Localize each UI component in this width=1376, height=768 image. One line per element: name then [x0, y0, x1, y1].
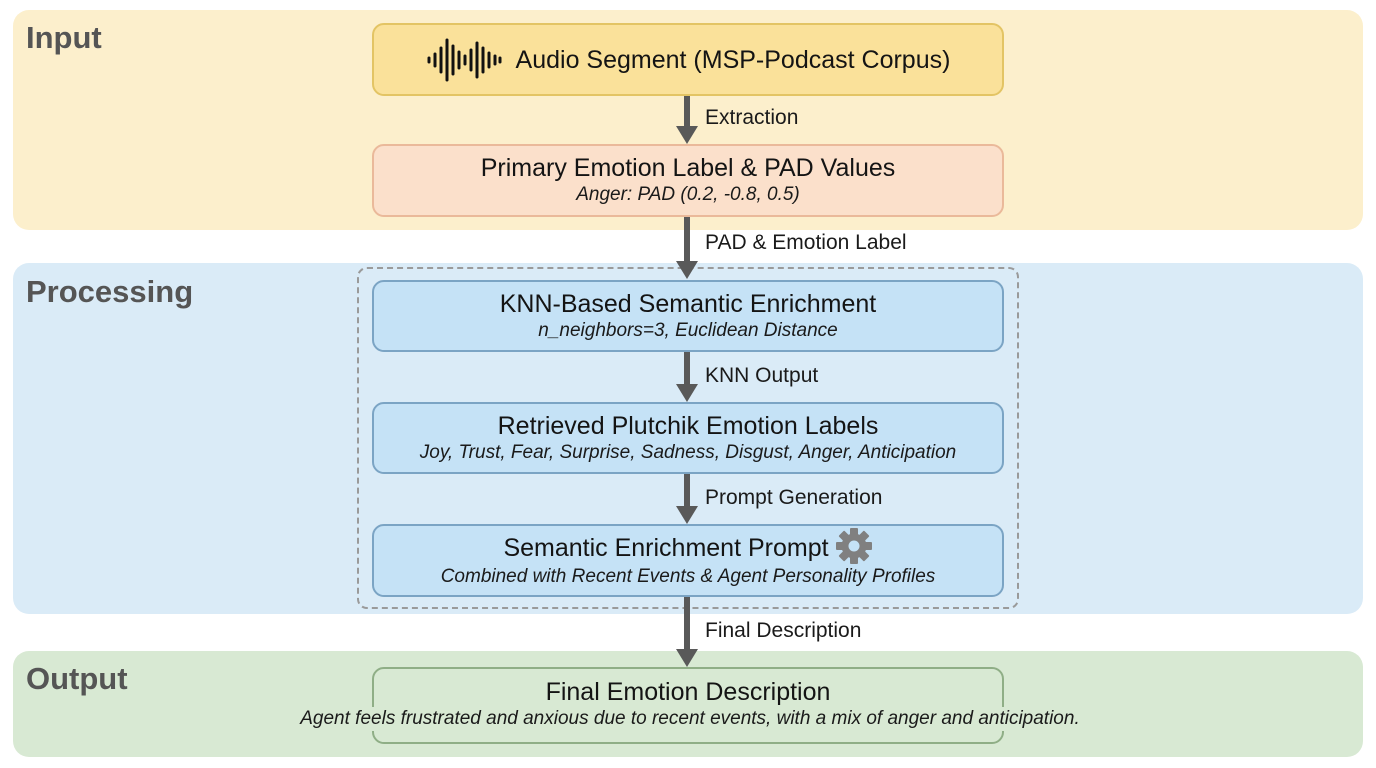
primary-emotion-node: Primary Emotion Label & PAD Values Anger…: [372, 144, 1004, 217]
gear-icon: [835, 528, 872, 565]
enrichment-prompt-title-row: Semantic Enrichment Prompt: [374, 528, 1002, 565]
knn-enrichment-subtitle: n_neighbors=3, Euclidean Distance: [538, 320, 838, 341]
arrow-pad-emotion: [676, 217, 698, 280]
edge-label-pad-emotion: PAD & Emotion Label: [705, 231, 907, 254]
edge-label-knn-output: KNN Output: [705, 364, 819, 387]
final-emotion-node: Final Emotion Description Agent feels fr…: [240, 667, 1140, 744]
final-emotion-title: Final Emotion Description: [545, 678, 831, 706]
knn-enrichment-title: KNN-Based Semantic Enrichment: [499, 290, 877, 318]
arrow-final-description: [676, 597, 698, 667]
arrow-extraction: [676, 96, 698, 144]
arrow-knn-output: [676, 352, 698, 402]
input-panel-title: Input: [26, 20, 102, 55]
arrow-prompt-generation: [676, 474, 698, 524]
audio-waveform-icon: [427, 38, 502, 81]
final-emotion-subtitle: Agent feels frustrated and anxious due t…: [240, 707, 1140, 731]
edge-label-prompt-generation: Prompt Generation: [705, 486, 883, 509]
primary-emotion-title: Primary Emotion Label & PAD Values: [480, 154, 896, 182]
audio-segment-title: Audio Segment (MSP-Podcast Corpus): [515, 45, 951, 74]
audio-segment-node: Audio Segment (MSP-Podcast Corpus): [372, 23, 1004, 96]
plutchik-labels-subtitle: Joy, Trust, Fear, Surprise, Sadness, Dis…: [419, 442, 957, 463]
knn-enrichment-node: KNN-Based Semantic Enrichment n_neighbor…: [372, 280, 1004, 352]
processing-panel-title: Processing: [26, 274, 194, 309]
enrichment-prompt-node: Semantic Enrichment Prompt Combined with…: [372, 524, 1004, 597]
primary-emotion-subtitle: Anger: PAD (0.2, -0.8, 0.5): [576, 184, 800, 205]
edge-label-final-description: Final Description: [705, 619, 862, 642]
plutchik-labels-node: Retrieved Plutchik Emotion Labels Joy, T…: [372, 402, 1004, 474]
enrichment-prompt-title: Semantic Enrichment Prompt: [503, 534, 829, 562]
output-panel-title: Output: [26, 661, 128, 696]
plutchik-labels-title: Retrieved Plutchik Emotion Labels: [497, 412, 879, 440]
edge-label-extraction: Extraction: [705, 106, 799, 129]
enrichment-prompt-subtitle: Combined with Recent Events & Agent Pers…: [440, 566, 936, 588]
